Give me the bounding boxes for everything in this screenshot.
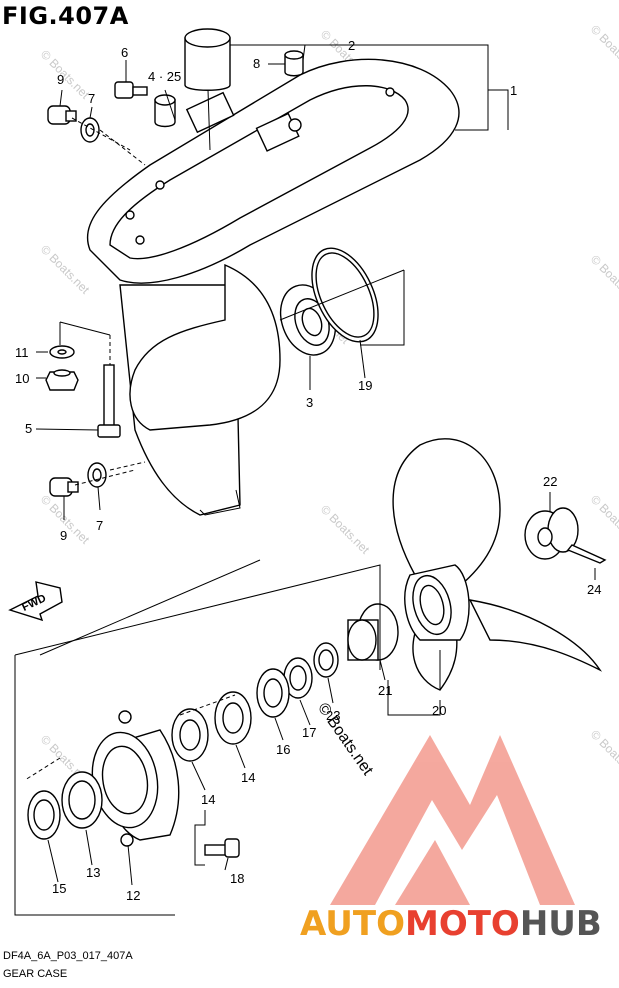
callout-12: 12	[126, 888, 140, 903]
propeller-part	[392, 438, 603, 691]
callout-3: 3	[306, 395, 313, 410]
drain-plug-part-lower	[49, 477, 79, 497]
callout-14-right: 14	[241, 770, 255, 785]
leader-lines	[14, 44, 596, 916]
callout-11: 11	[15, 345, 29, 360]
nut-part	[45, 369, 79, 391]
bushing-part	[347, 603, 399, 661]
brand-part-3: HUB	[519, 904, 602, 944]
callout-17: 17	[302, 725, 316, 740]
watermark-text: © Boats.net	[318, 502, 373, 557]
dowel-pin-part	[284, 50, 304, 77]
callout-14-left: 14	[201, 792, 215, 807]
brand-part-1: AUTO	[300, 904, 405, 944]
needle-bearing-part	[27, 790, 61, 840]
fwd-arrow-icon: FWD	[8, 581, 63, 622]
callout-7-upper: 7	[88, 91, 95, 106]
callout-18: 18	[230, 871, 244, 886]
callout-labels: 1 2 3 4 · 25 5 6 7 7 8 9 9 10 11 12 13 1…	[15, 38, 601, 903]
plug-part	[154, 94, 176, 128]
figure-code: DF4A_6A_P03_017_407A	[3, 950, 133, 962]
callout-9-lower: 9	[60, 528, 67, 543]
callout-10: 10	[15, 371, 29, 386]
gear-case-housing	[86, 58, 460, 516]
callout-4-25: 4 · 25	[148, 69, 181, 84]
figure-name: GEAR CASE	[3, 968, 68, 980]
callout-5: 5	[25, 421, 32, 436]
gear-part	[61, 771, 103, 829]
brand-part-2: MOTO	[404, 904, 520, 944]
callout-20: 20	[432, 703, 446, 718]
propeller-shaft-housing-part	[91, 710, 180, 847]
watermark-text: © Boats.net	[588, 252, 619, 307]
callout-23: 23	[326, 708, 340, 723]
brand-wordmark: AUTOMOTOHUB	[300, 904, 602, 944]
callout-21: 21	[378, 683, 392, 698]
watermark-text: © Boats.net	[588, 492, 619, 547]
callout-6: 6	[121, 45, 128, 60]
callout-7-lower: 7	[96, 518, 103, 533]
propeller-nut-part	[524, 507, 579, 560]
bolt-part	[114, 81, 148, 99]
screw-part	[204, 838, 240, 858]
watermark-text: © Boats.net	[38, 242, 93, 297]
callout-1: 1	[510, 83, 517, 98]
callout-15: 15	[52, 881, 66, 896]
brand-logo-icon	[330, 735, 575, 905]
callout-2: 2	[348, 38, 355, 53]
pin-sleeve-part	[184, 28, 231, 91]
figure-title: FIG.407A	[2, 2, 129, 30]
watermark-text: © Boats.net	[588, 22, 619, 77]
watermark-text: © Boats.net	[588, 727, 619, 782]
callout-9-upper: 9	[57, 72, 64, 87]
cotter-pin-part	[566, 544, 607, 564]
drain-plug-part	[47, 105, 77, 125]
callout-19: 19	[358, 378, 372, 393]
callout-24: 24	[587, 582, 601, 597]
callout-22: 22	[543, 474, 557, 489]
watermark-text: © Boats.net	[38, 47, 93, 102]
long-bolt-part	[97, 364, 121, 438]
callout-16: 16	[276, 742, 290, 757]
callout-13: 13	[86, 865, 100, 880]
callout-8: 8	[253, 56, 260, 71]
